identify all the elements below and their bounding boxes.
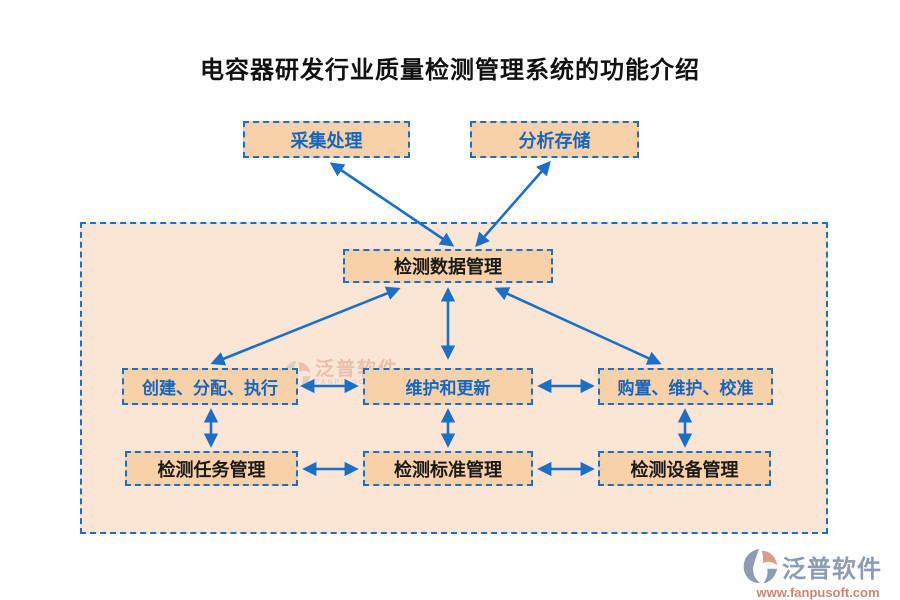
node-maintain-update: 维护和更新 bbox=[363, 368, 533, 405]
node-test-task-management: 检测任务管理 bbox=[125, 451, 298, 486]
node-test-data-management: 检测数据管理 bbox=[343, 249, 553, 283]
node-purchase-maintain-calibrate: 购置、维护、校准 bbox=[598, 368, 773, 405]
node-test-standard-management: 检测标准管理 bbox=[363, 451, 533, 486]
node-collection-processing: 采集处理 bbox=[243, 121, 410, 158]
node-create-assign-execute: 创建、分配、执行 bbox=[122, 368, 298, 405]
footer-brand-text: 泛普软件 bbox=[782, 555, 882, 583]
fanpu-logo-icon bbox=[743, 548, 778, 584]
node-analysis-storage: 分析存储 bbox=[470, 121, 639, 158]
footer-url-text: www.fanpusoft.com bbox=[756, 585, 880, 600]
fanpu-footer-logo: 泛普软件 www.fanpusoft.com bbox=[742, 548, 894, 600]
node-test-equipment-management: 检测设备管理 bbox=[598, 451, 771, 486]
page-title: 电容器研发行业质量检测管理系统的功能介绍 bbox=[200, 57, 700, 84]
